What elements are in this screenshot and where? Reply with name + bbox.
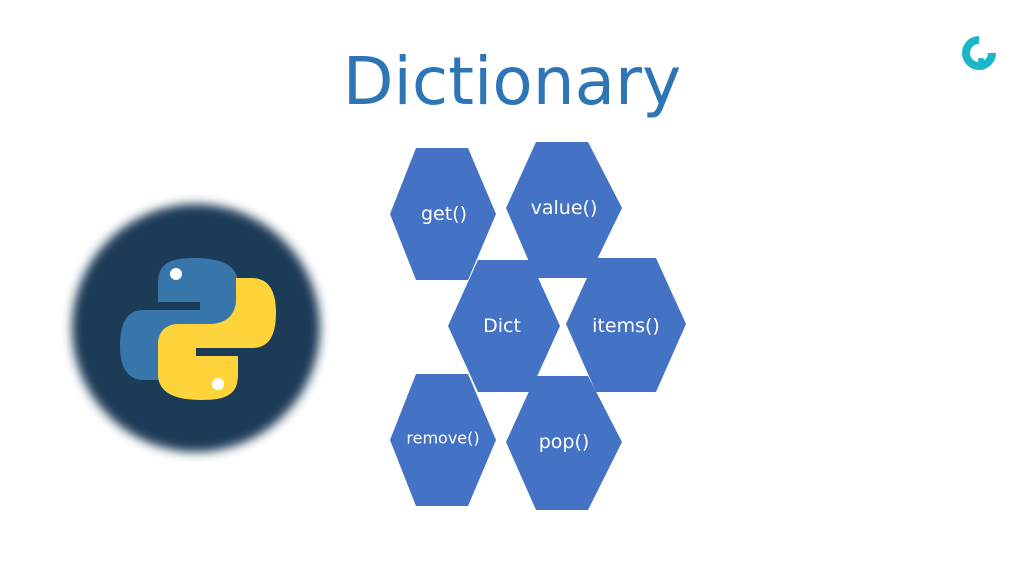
hexagon-items-label: items() [592,315,660,337]
hexagon-pop [506,376,622,510]
brand-logo-icon [962,36,996,70]
hexagon-pop-label: pop() [538,431,590,453]
hexagon-remove-label: remove() [406,428,480,448]
hexagon-remove [390,374,496,506]
hexagon-items [566,258,686,392]
hexagon-get-label: get() [420,203,468,225]
hexagon-cluster: get() value() Dict items() remove() pop(… [380,136,700,516]
hexagon-value-label: value() [530,197,598,219]
hexagon-dict-label: Dict [483,315,521,337]
hexagon-dict [448,260,560,392]
python-badge [72,204,320,452]
slide-title: Dictionary [342,43,682,120]
hexagon-value [506,142,622,278]
python-logo-icon [120,258,276,400]
hexagon-get [390,148,496,280]
